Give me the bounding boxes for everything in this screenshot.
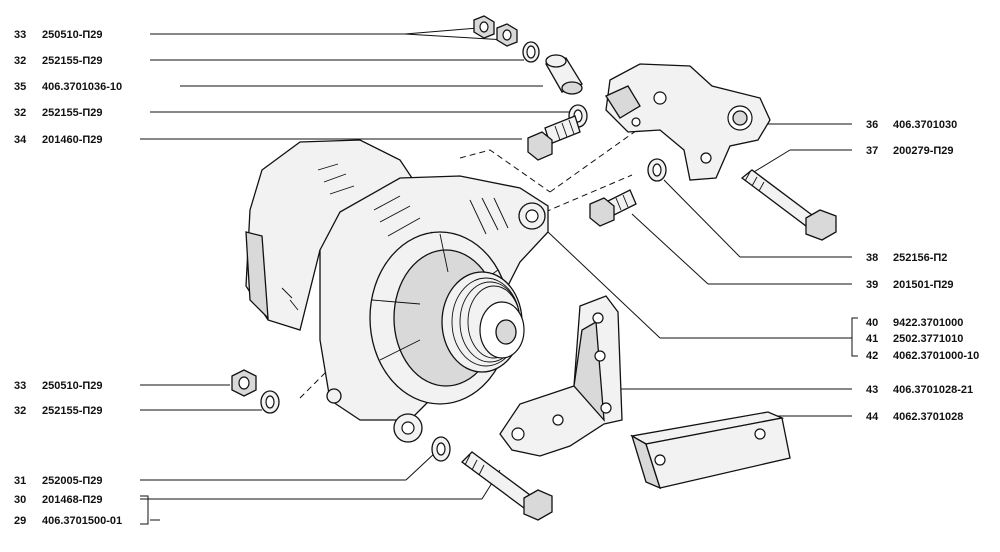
callout-left-32-bottom: 32 252155-П29	[14, 405, 262, 417]
callout-number: 30	[14, 494, 26, 506]
nut-33-bottom	[231, 369, 257, 397]
callout-code: 250510-П29	[42, 380, 103, 392]
callout-code: 406.3701030	[893, 119, 957, 131]
callout-code: 9422.3701000	[893, 317, 963, 329]
callout-number: 32	[14, 55, 26, 67]
washer-38	[647, 158, 667, 182]
bolt-39	[589, 189, 637, 227]
callout-left-29: 29 406.3701500-01	[14, 515, 160, 527]
callout-number: 35	[14, 81, 26, 93]
callout-right-40-42: 40 9422.3701000 41 2502.3771010 42 4062.…	[547, 231, 979, 362]
callout-number: 42	[866, 350, 878, 362]
callout-left-33-bottom: 33 250510-П29	[14, 380, 230, 392]
callout-code: 252155-П29	[42, 55, 103, 67]
callout-code: 250510-П29	[42, 29, 103, 41]
callout-code: 4062.3701028	[893, 411, 963, 423]
bolt-34	[527, 115, 581, 161]
callout-code: 2502.3771010	[893, 333, 963, 345]
callout-code: 4062.3701000-10	[893, 350, 979, 362]
alternator-40	[245, 139, 549, 443]
callout-code: 252156-П2	[893, 252, 947, 264]
angle-plate-44	[630, 411, 791, 490]
callout-code: 201501-П29	[893, 279, 954, 291]
callout-number: 29	[14, 515, 26, 527]
callout-right-36: 36 406.3701030	[762, 119, 957, 131]
callout-number: 40	[866, 317, 878, 329]
callout-right-39: 39 201501-П29	[631, 213, 954, 291]
callout-number: 41	[866, 333, 878, 345]
callout-left-32-mid: 32 252155-П29	[14, 107, 572, 119]
callout-number: 33	[14, 29, 26, 41]
assembly-dashed-lines	[299, 127, 641, 399]
washer-32-bottom	[260, 390, 280, 414]
callout-number: 38	[866, 252, 878, 264]
tension-bracket-36	[605, 63, 771, 181]
callout-number: 43	[866, 384, 878, 396]
callout-number: 32	[14, 107, 26, 119]
mounting-bracket-43	[499, 295, 623, 457]
callout-right-37: 37 200279-П29	[743, 145, 954, 179]
callout-left-30: 30 201468-П29	[14, 469, 501, 506]
bolt-37	[740, 169, 837, 241]
callout-bracket-29-30	[140, 495, 149, 525]
callout-code: 201468-П29	[42, 494, 103, 506]
callout-code: 252155-П29	[42, 107, 103, 119]
callout-right-44: 44 4062.3701028	[770, 411, 963, 423]
callout-code: 406.3701028-21	[893, 384, 973, 396]
callout-code: 201460-П29	[42, 134, 103, 146]
callout-code: 200279-П29	[893, 145, 954, 157]
callout-code: 406.3701500-01	[42, 515, 122, 527]
callout-number: 44	[866, 411, 879, 423]
bushing-35	[545, 54, 583, 95]
callout-number: 33	[14, 380, 26, 392]
callout-left-34: 34 201460-П29	[14, 134, 522, 146]
callout-code: 252005-П29	[42, 475, 103, 487]
callout-code: 406.3701036-10	[42, 81, 122, 93]
callout-right-43: 43 406.3701028-21	[620, 384, 973, 396]
callout-number: 39	[866, 279, 878, 291]
callout-right-38: 38 252156-П2	[663, 179, 947, 264]
callout-number: 32	[14, 405, 26, 417]
callout-left-31: 31 252005-П29	[14, 451, 437, 487]
callout-left-32-top: 32 252155-П29	[14, 55, 524, 67]
nut-33-top	[473, 15, 518, 47]
callout-number: 34	[14, 134, 27, 146]
callout-number: 37	[866, 145, 878, 157]
washer-32-top	[522, 41, 540, 63]
bolt-30	[461, 451, 553, 521]
callout-left-35: 35 406.3701036-10	[14, 81, 543, 93]
washer-31	[431, 436, 451, 462]
callout-left-33-top: 33 250510-П29	[14, 27, 507, 41]
callout-number: 31	[14, 475, 26, 487]
callout-code: 252155-П29	[42, 405, 103, 417]
callout-number: 36	[866, 119, 878, 131]
